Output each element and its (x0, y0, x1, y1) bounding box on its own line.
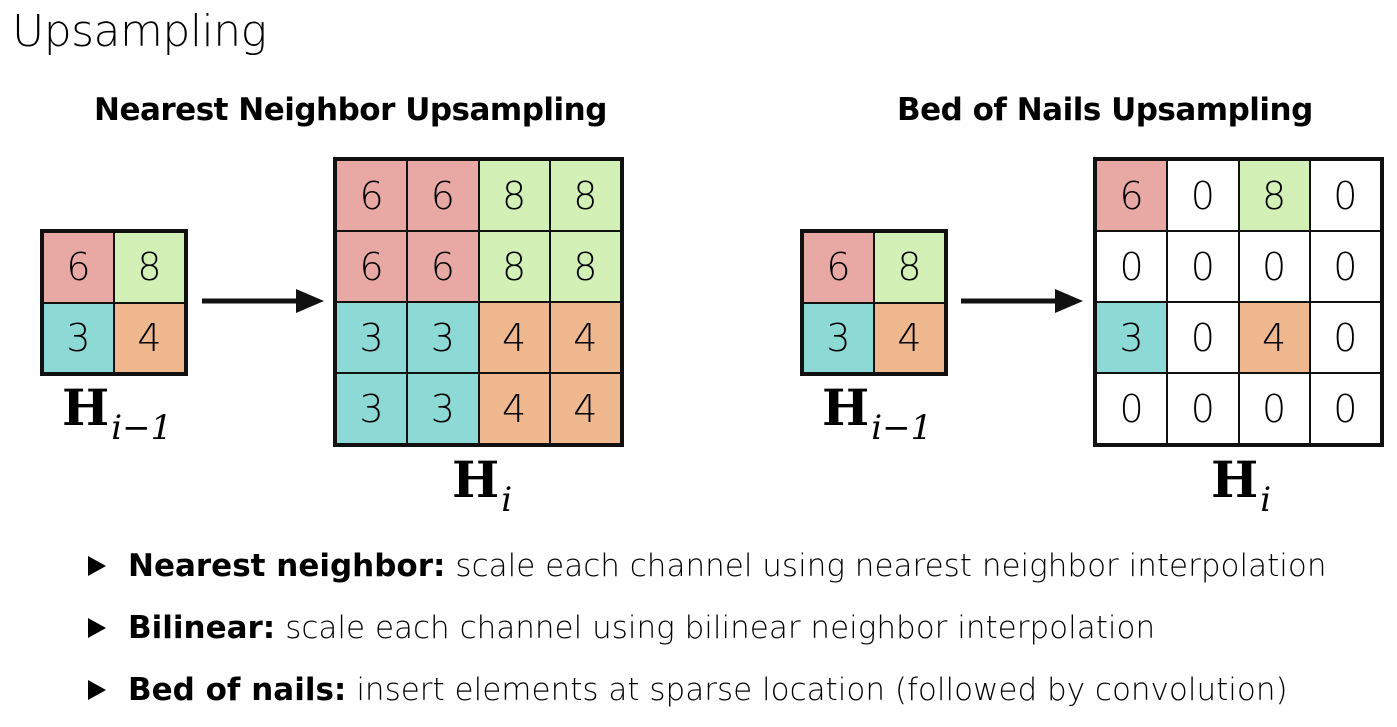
grid-cell: 3 (43, 302, 114, 373)
bullet-text: scale each channel using bilinear neighb… (285, 610, 1156, 646)
grid-cell: 6 (336, 231, 408, 302)
nearest-input-label-sub: i−1 (111, 408, 173, 448)
nearest-arrow-icon (202, 289, 324, 313)
nearest-panel-title: Nearest Neighbor Upsampling (94, 92, 607, 128)
nearest-input-label-main: H (62, 378, 110, 437)
grid-cell: 0 (1238, 231, 1310, 302)
nearest-output-label: Hi (452, 450, 512, 520)
bed-arrow-icon (961, 289, 1083, 313)
grid-cell: 6 (803, 232, 874, 303)
grid-cell: 8 (874, 232, 945, 303)
grid-cell: 8 (478, 160, 550, 231)
nearest-output-label-main: H (452, 450, 500, 509)
triangle-bullet-icon (88, 556, 106, 576)
grid-cell: 0 (1167, 373, 1239, 444)
bullet-list: Nearest neighbor: scale each channel usi… (88, 535, 1327, 721)
nearest-output-label-sub: i (501, 480, 513, 520)
grid-cell: 8 (114, 232, 185, 303)
bullet-item: Nearest neighbor: scale each channel usi… (88, 535, 1327, 597)
bullet-text: scale each channel using nearest neighbo… (455, 548, 1327, 584)
grid-cell: 8 (549, 231, 621, 302)
grid-cell: 6 (43, 232, 114, 303)
grid-cell: 0 (1309, 160, 1381, 231)
grid-cell: 8 (549, 160, 621, 231)
grid-cell: 0 (1096, 231, 1168, 302)
grid-cell: 0 (1096, 373, 1168, 444)
bullet-item: Bilinear: scale each channel using bilin… (88, 597, 1327, 659)
bed-output-label: Hi (1211, 450, 1271, 520)
bullet-item: Bed of nails: insert elements at sparse … (88, 659, 1327, 721)
grid-cell: 6 (336, 160, 408, 231)
bed-input-label-sub: i−1 (871, 408, 933, 448)
bed-output-label-main: H (1211, 450, 1259, 509)
grid-cell: 0 (1309, 231, 1381, 302)
bullet-term: Nearest neighbor: (128, 548, 446, 584)
grid-cell: 0 (1167, 302, 1239, 373)
grid-cell: 6 (407, 160, 479, 231)
grid-cell: 0 (1309, 302, 1381, 373)
grid-cell: 3 (407, 302, 479, 373)
bullet-term: Bed of nails: (128, 672, 347, 708)
grid-cell: 4 (114, 302, 185, 373)
grid-cell: 6 (1096, 160, 1168, 231)
grid-cell: 0 (1238, 373, 1310, 444)
bed-input-label-main: H (822, 378, 870, 437)
bed-input-label: Hi−1 (822, 378, 932, 448)
grid-cell: 3 (336, 373, 408, 444)
grid-cell: 3 (407, 373, 479, 444)
bullet-term: Bilinear: (128, 610, 276, 646)
grid-cell: 3 (803, 302, 874, 373)
grid-cell: 0 (1309, 373, 1381, 444)
bed-output-label-sub: i (1260, 480, 1272, 520)
bed-panel-title: Bed of Nails Upsampling (897, 92, 1313, 128)
grid-cell: 4 (1238, 302, 1310, 373)
grid-cell: 4 (874, 302, 945, 373)
triangle-bullet-icon (88, 618, 106, 638)
grid-cell: 4 (478, 373, 550, 444)
grid-cell: 0 (1167, 231, 1239, 302)
grid-cell: 4 (549, 373, 621, 444)
triangle-bullet-icon (88, 680, 106, 700)
grid-cell: 4 (478, 302, 550, 373)
nearest-input-label: Hi−1 (62, 378, 172, 448)
grid-cell: 3 (1096, 302, 1168, 373)
grid-cell: 3 (336, 302, 408, 373)
grid-cell: 0 (1167, 160, 1239, 231)
grid-cell: 6 (407, 231, 479, 302)
grid-cell: 8 (1238, 160, 1310, 231)
slide-title: Upsampling (12, 6, 267, 57)
bullet-text: insert elements at sparse location (foll… (356, 672, 1288, 708)
grid-cell: 8 (478, 231, 550, 302)
grid-cell: 4 (549, 302, 621, 373)
